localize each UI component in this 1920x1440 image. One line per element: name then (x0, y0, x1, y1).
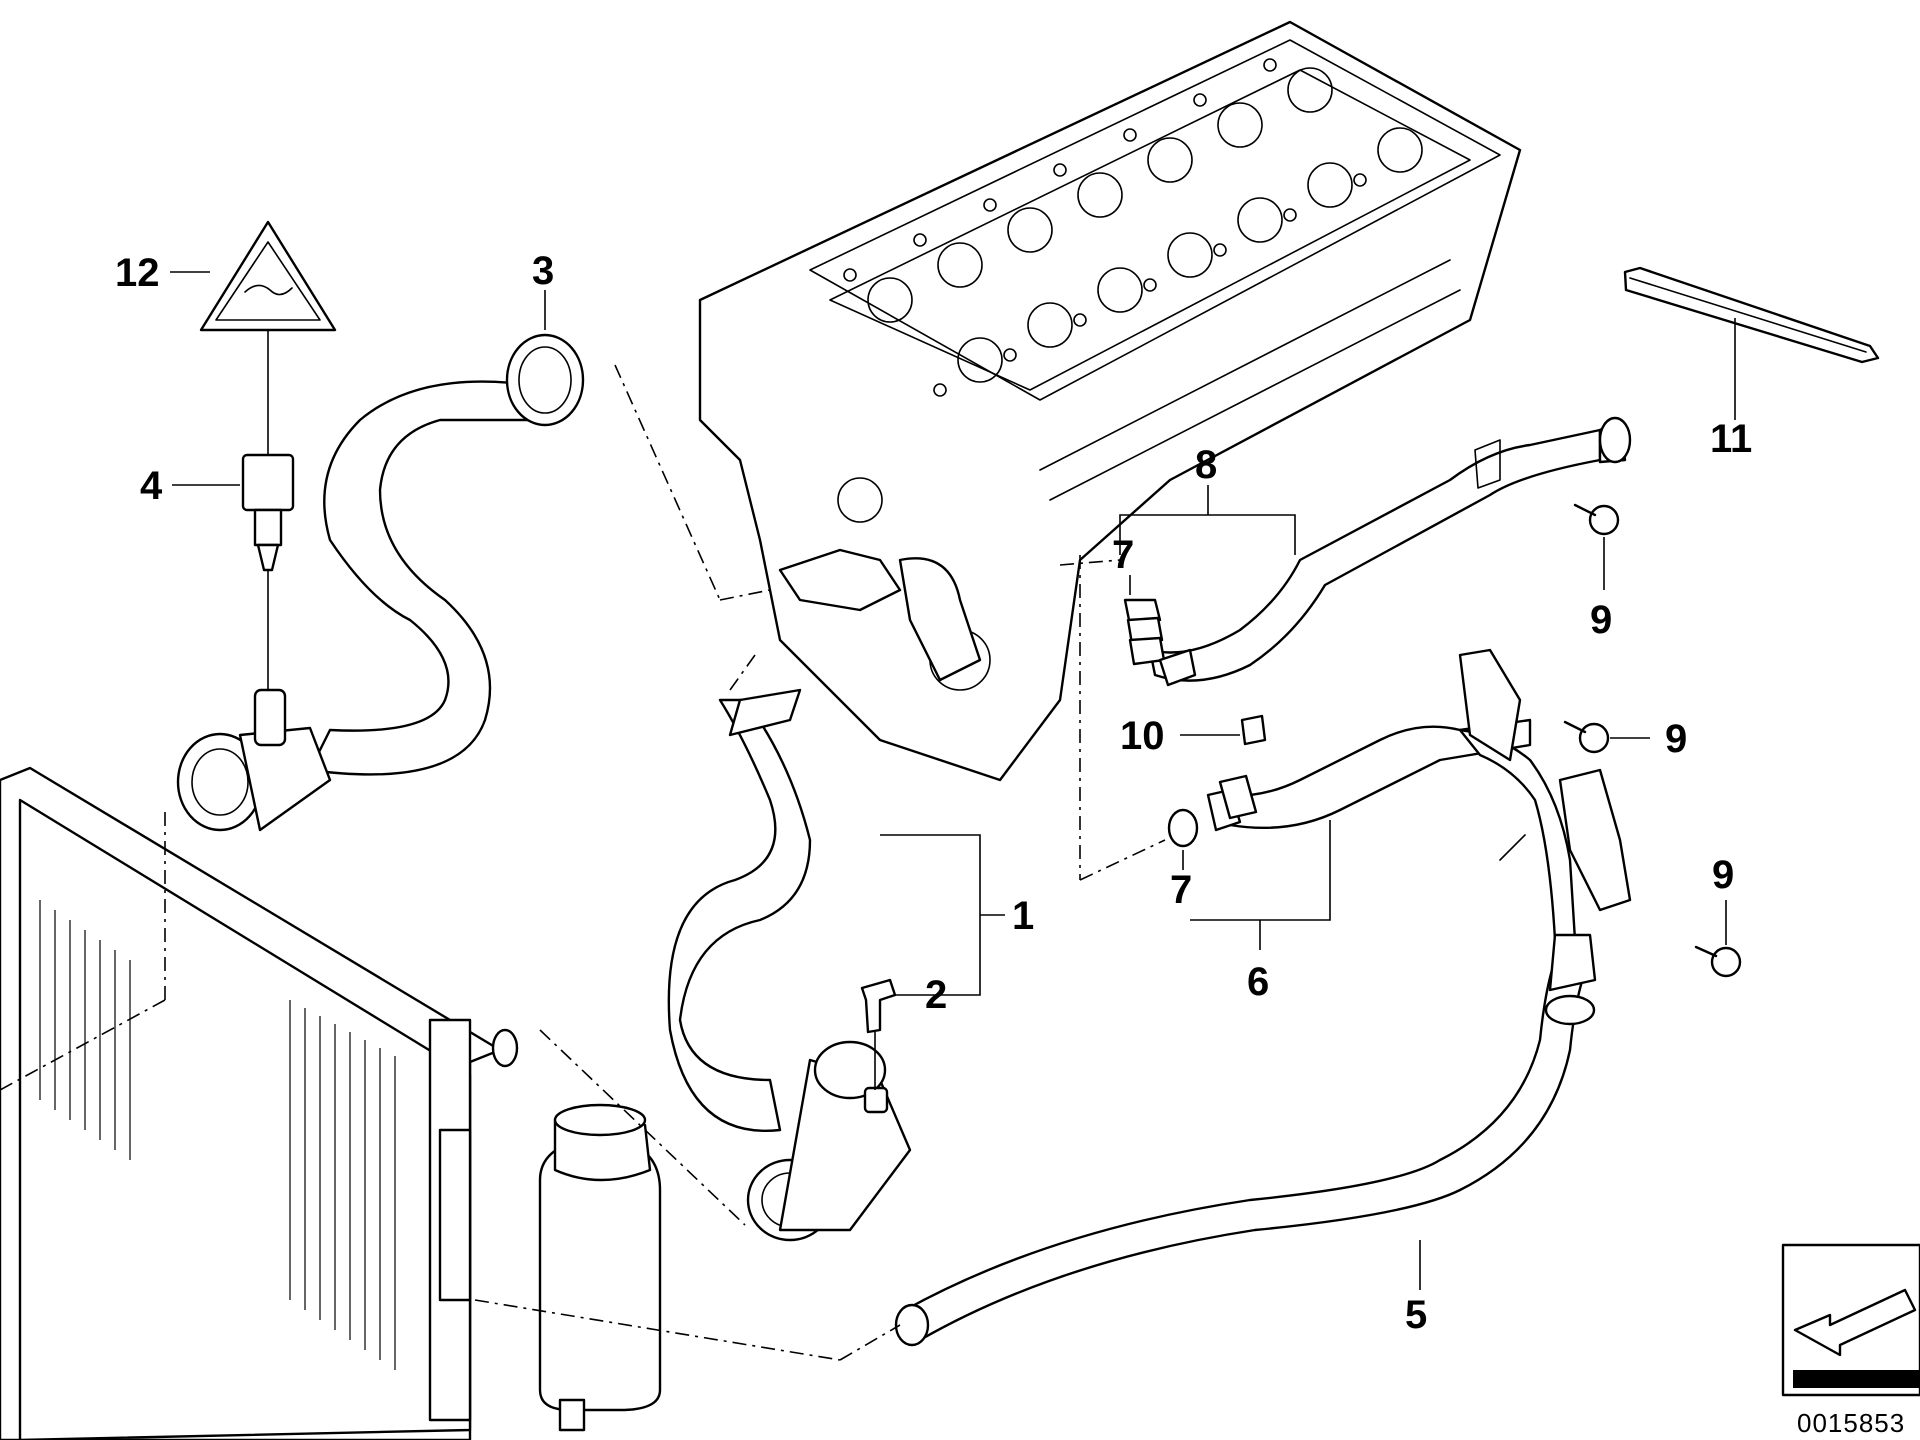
reference-number: 0015853 (1797, 1408, 1905, 1438)
cable-tie (1623, 266, 1880, 420)
t-piece-connector (176, 688, 332, 832)
upper-radiator-hose (308, 333, 585, 776)
bolt-lower (1694, 945, 1742, 978)
plug (1240, 714, 1267, 746)
expansion-tank (538, 1103, 662, 1432)
callout-9-upper: 9 (1590, 598, 1612, 642)
callout-8: 8 (1195, 443, 1217, 487)
callout-12: 12 (115, 251, 160, 295)
leader-lines (0, 271, 1727, 1361)
callout-2: 2 (925, 973, 947, 1017)
callout-5: 5 (1405, 1293, 1427, 1337)
warning-triangle-icon (199, 220, 337, 455)
callout-4: 4 (140, 464, 163, 508)
callout-7-upper: 7 (1112, 533, 1134, 577)
lower-radiator-hose (667, 688, 912, 1242)
temperature-sensor (241, 453, 295, 690)
expansion-tank-hose (894, 648, 1632, 1347)
callout-6: 6 (1247, 960, 1269, 1004)
callout-9-lower: 9 (1712, 853, 1734, 897)
callout-10: 10 (1120, 714, 1165, 758)
bleed-screw (860, 978, 897, 1090)
callout-9-middle: 9 (1665, 717, 1687, 761)
direction-arrow-icon (1781, 1243, 1920, 1397)
radiator (0, 766, 519, 1440)
callout-1: 1 (1012, 894, 1034, 938)
callout-3: 3 (532, 249, 554, 293)
callout-11: 11 (1710, 417, 1752, 461)
bolt-middle (1563, 720, 1610, 754)
callout-7-lower: 7 (1170, 868, 1192, 912)
heater-hose-lower (1167, 718, 1532, 848)
heater-hose-upper (1123, 416, 1632, 687)
bolt-upper (1573, 503, 1620, 536)
engine-cylinder-head (698, 20, 1522, 782)
